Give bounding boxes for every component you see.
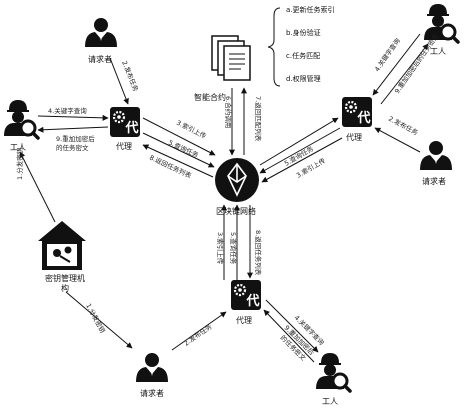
label-proxy-bottom-chain-query: 5.查询任务 — [229, 232, 238, 265]
worker-bottom-icon — [314, 351, 352, 393]
worker-left-icon — [2, 98, 40, 140]
label-chain-proxy-bottom-list: 8.返回任务列表 — [254, 230, 263, 276]
contract-function-a: a.更新任务索引 — [286, 6, 335, 14]
arrow-chain-proxy-right-list — [259, 117, 339, 166]
label-contract-return: 7.返回匹配列表 — [254, 96, 263, 142]
label-proxy-left-worker-2: 的任务密文 — [56, 143, 89, 152]
label-chain-proxy-left-list: 8.返回任务列表 — [148, 153, 193, 180]
requester-right-label: 请求者 — [422, 177, 446, 186]
label-worker-tr-query: 4.关键字查询 — [372, 36, 402, 73]
arrow-proxy-left-worker — [37, 126, 109, 133]
arrow-proxy-left-chain-query — [142, 132, 215, 168]
eos-logo-icon — [227, 162, 247, 197]
arrow-proxy-bottom-worker — [265, 299, 319, 353]
arrow-worker-left-query — [37, 114, 109, 121]
arrow-key-bottom-req — [65, 291, 133, 349]
label-req-top-proxy: 2.发布任务 — [120, 59, 141, 93]
label-contract-call: 6.合约调用 — [224, 96, 233, 128]
worker-left-label: 工人 — [10, 143, 26, 152]
label-key-left-worker: 1.分发密钥 — [15, 148, 24, 180]
requester-right-icon — [420, 141, 452, 170]
arrow-req-top-proxy — [109, 57, 129, 105]
arrow-chain-proxy-left-list — [142, 144, 214, 178]
arrow-proxy-left-chain-index — [142, 117, 216, 156]
blockchain-label: 区块链网络 — [216, 207, 256, 216]
contract-function-b: b.身份验证 — [286, 29, 321, 37]
contract-function-d: d.权限管理 — [286, 75, 321, 83]
arrow-worker-tr-query — [372, 33, 421, 96]
proxy-left-glyph: 代 — [124, 120, 138, 136]
key-authority-label: 密钥管理机构 — [45, 274, 85, 293]
label-req-bottom-proxy: 2.发布任务 — [182, 322, 214, 348]
arrow-req-right-proxy — [374, 127, 421, 153]
blockchain-node — [215, 158, 259, 202]
arrow-proxy-right-chain-query — [259, 127, 341, 174]
requester-top-icon — [85, 18, 117, 47]
label-proxy-bottom-chain-index: 3.索引上传 — [216, 232, 225, 265]
contract-functions-brace — [267, 7, 281, 87]
contract-function-c: c.任务匹配 — [286, 52, 321, 60]
smart-contract-icon — [211, 35, 251, 81]
worker-bottom-label: 工人 — [322, 397, 338, 406]
label-worker-left-query: 4.关键字查询 — [48, 106, 87, 115]
proxy-bottom-label: 代理 — [236, 316, 252, 325]
proxy-left-label: 代理 — [116, 142, 132, 151]
arrow-proxy-tr-worker — [380, 43, 429, 105]
label-proxy-left-worker-1: 9.重加加密后 — [56, 134, 95, 143]
label-proxy-left-chain-query: 5.查询任务 — [167, 138, 200, 160]
requester-bottom-icon — [136, 353, 168, 382]
arrow-proxy-right-chain-index — [261, 137, 343, 183]
label-key-bottom-req: 1.分发密钥 — [84, 302, 107, 335]
requester-top-label: 请求者 — [88, 55, 112, 64]
label-req-right-proxy: 2.发布任务 — [387, 114, 420, 137]
arrow-key-left-worker — [19, 151, 56, 223]
arrow-worker-bottom-query — [263, 309, 315, 363]
worker-topright-label: 工人 — [430, 47, 446, 56]
arrow-req-bottom-proxy — [171, 311, 227, 351]
proxy-right-glyph: 代 — [356, 110, 370, 126]
proxy-right-label: 代理 — [346, 133, 362, 142]
key-authority-icon — [38, 221, 86, 270]
worker-topright-icon — [422, 2, 460, 44]
smart-contract-label: 智能合约 — [194, 93, 226, 102]
requester-bottom-label: 请求者 — [140, 389, 164, 398]
proxy-bottom-glyph: 代 — [245, 293, 259, 309]
